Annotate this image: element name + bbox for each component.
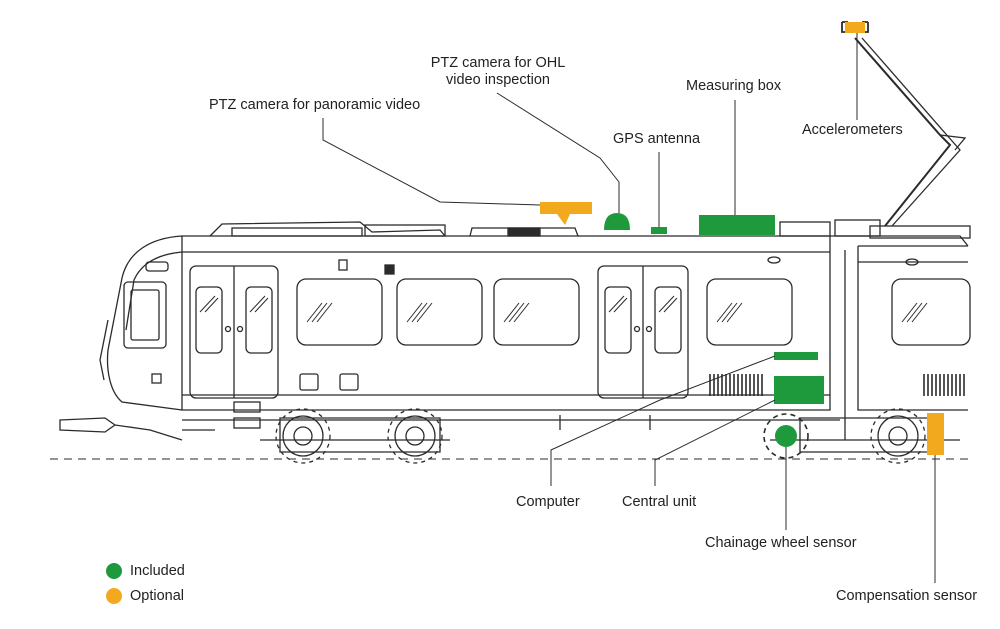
- cab-windshield: [123, 281, 167, 349]
- callout-accelerometers: Accelerometers: [802, 122, 903, 138]
- window-1: [296, 278, 383, 346]
- window-3: [493, 278, 580, 346]
- callout-central-unit: Central unit: [622, 494, 697, 510]
- ptz-ohl-camera-marker: [604, 213, 630, 230]
- leader-ptz-ohl: [496, 92, 620, 213]
- compensation-sensor-marker: [927, 413, 944, 455]
- window-4: [706, 278, 793, 346]
- callout-gps-antenna: GPS antenna: [613, 131, 701, 147]
- measuring-box-marker: [699, 215, 775, 235]
- legend-included-label: Included: [130, 563, 185, 579]
- cab-front-edge: [99, 319, 109, 381]
- chainage-wheel-sensor-marker: [775, 425, 797, 447]
- leader-computer: [550, 355, 776, 486]
- callout-ptz-panoramic: PTZ camera for panoramic video: [209, 97, 421, 113]
- computer-marker: [774, 352, 818, 360]
- legend-optional-swatch: [106, 588, 122, 604]
- leader-lines: [322, 33, 936, 583]
- cab-windshield-inner: [130, 289, 160, 341]
- callout-ptz-ohl-line1: PTZ camera for OHL: [430, 55, 566, 71]
- central-unit-marker: [774, 376, 824, 404]
- window-reflections: [199, 295, 928, 323]
- window-2: [396, 278, 483, 346]
- legend-included-swatch: [106, 563, 122, 579]
- gps-antenna-marker: [651, 227, 667, 234]
- legend-optional-label: Optional: [130, 588, 185, 604]
- bogie-front: [260, 408, 450, 464]
- callout-ptz-ohl: PTZ camera for OHL video inspection: [425, 55, 571, 89]
- roof-unit-1: [209, 221, 446, 237]
- callout-chainage-wheel-sensor: Chainage wheel sensor: [705, 535, 857, 551]
- leader-central-unit: [654, 399, 776, 486]
- cab-nose: [106, 235, 183, 411]
- callout-ptz-ohl-line2: video inspection: [446, 72, 550, 88]
- coupler: [59, 417, 117, 433]
- train-outline: [50, 21, 971, 464]
- leader-ptz-panoramic: [322, 118, 541, 206]
- headlight: [145, 261, 169, 272]
- coupler-hose: [114, 424, 183, 441]
- callout-computer: Computer: [516, 494, 580, 510]
- accelerometers-marker: [845, 22, 865, 33]
- cab-marker: [151, 373, 162, 384]
- vent-grille: [709, 374, 965, 396]
- ptz-panoramic-camera-marker: [540, 202, 592, 225]
- car-body: [181, 235, 831, 411]
- cab-inner-line: [125, 251, 183, 331]
- second-car-body: [857, 245, 968, 411]
- pantograph-arm: [854, 37, 952, 227]
- equipment-markers: [540, 22, 944, 459]
- callout-compensation-sensor: Compensation sensor: [836, 588, 978, 604]
- callout-measuring-box: Measuring box: [686, 78, 782, 94]
- window-5: [891, 278, 971, 346]
